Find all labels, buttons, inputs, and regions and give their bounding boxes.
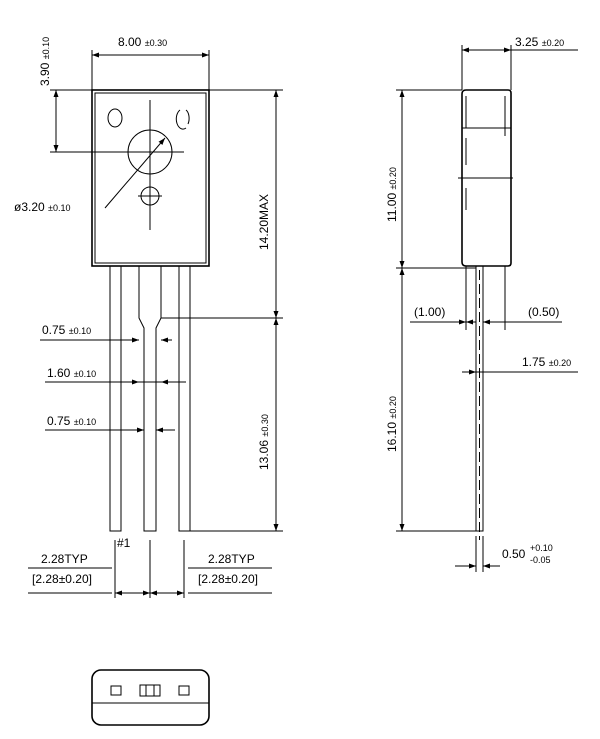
dim-body-max-label: 14.20MAX <box>257 194 271 250</box>
dim-lead-thickness-tol-plus: +0.10 <box>530 543 553 553</box>
dim-lead-width-bottom-label: 0.75 ±0.10 <box>47 414 96 428</box>
dim-lead-offset-label: 1.75 ±0.20 <box>522 355 571 369</box>
corner-mark-left <box>107 108 123 128</box>
dim-lead-shoulder-label: 1.60 ±0.10 <box>47 366 96 380</box>
dim-lead-width-top-label: 0.75 ±0.10 <box>42 323 91 337</box>
lead-center <box>138 266 162 532</box>
package-bottom-outline <box>91 669 210 726</box>
dim-offset-right-label: (0.50) <box>528 305 559 319</box>
dim-hole-offset-label: 3.90 ±0.10 <box>38 37 52 86</box>
diameter-leader <box>104 137 166 209</box>
dim-lead-length-label: 13.06 ±0.30 <box>257 414 271 470</box>
dim-lead-length-side-label: 16.10 ±0.20 <box>385 396 399 452</box>
dim-body-height-label: 11.00 ±0.20 <box>385 167 399 222</box>
pin1-label: #1 <box>117 536 131 550</box>
bottom-lead-right <box>178 685 190 696</box>
dim-hole-dia-label: ø3.20 ±0.10 <box>14 200 71 214</box>
dim-thickness-label: 3.25 ±0.20 <box>515 35 564 49</box>
dim-offset-left-label: (1.00) <box>414 305 445 319</box>
dim-width-label: 8.00 ±0.30 <box>118 35 167 49</box>
bottom-lead-center <box>139 684 161 697</box>
lead-left <box>109 265 122 532</box>
bottom-view <box>91 669 210 726</box>
dim-lead-thickness-tol-minus: -0.05 <box>530 555 551 565</box>
pitch-right-typ: 2.28TYP <box>208 552 255 566</box>
dim-lead-thickness-label: 0.50 <box>502 547 526 561</box>
lead-right <box>178 265 191 532</box>
package-body-front <box>91 89 210 267</box>
corner-mark-right-2 <box>185 109 190 125</box>
package-body-side <box>461 89 512 267</box>
pitch-right-range: [2.28±0.20] <box>198 572 258 586</box>
package-body-front-inner <box>94 92 207 264</box>
side-view: 3.25 ±0.20 11.00 ±0.20 (1.00) (0.50) 1.7… <box>385 35 578 572</box>
bottom-lead-left <box>110 685 122 696</box>
front-view: 8.00 ±0.30 3.90 ±0.10 ø3.20 ±0.10 14.20M… <box>14 35 283 598</box>
corner-mark-right <box>175 109 187 130</box>
pitch-left-range: [2.28±0.20] <box>32 572 92 586</box>
pitch-left-typ: 2.28TYP <box>41 552 88 566</box>
